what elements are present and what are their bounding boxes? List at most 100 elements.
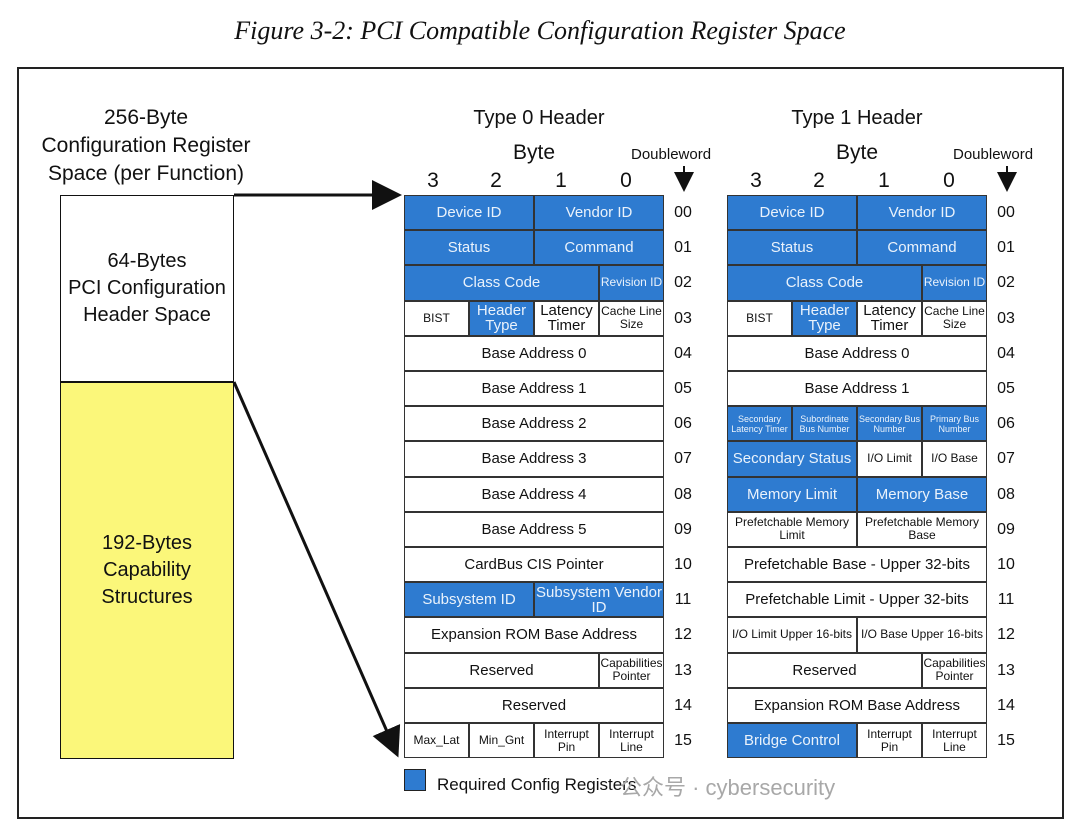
type1-register-memory-base: Memory Base [857,476,987,512]
type0-register-capabilities-pointer: Capabilities Pointer [599,652,664,688]
type1-register-status: Status [727,230,857,266]
type0-byte-number: 0 [620,169,632,192]
type1-register-device-id: Device ID [727,195,857,231]
type1-register-secondary-latency-timer: Secondary Latency Timer [727,406,792,442]
type1-byte-number: 3 [750,169,762,192]
type0-doubleword-number: 08 [674,485,692,503]
type1-register-interrupt-line: Interrupt Line [922,723,987,759]
type1-doubleword-number: 09 [997,520,1015,538]
type0-doubleword-number: 04 [674,344,692,362]
type1-register-class-code: Class Code [727,265,922,301]
type1-register-i-o-limit-upper-16-bits: I/O Limit Upper 16-bits [727,617,857,653]
type1-title: Type 1 Header [791,107,923,129]
type0-byte-number: 1 [555,169,567,192]
type0-register-header-type: Header Type [469,300,534,336]
capability-structures-box: 192-Bytes Capability Structures [60,382,234,759]
type1-byte-number: 2 [813,169,825,192]
type1-doubleword-number: 07 [997,450,1015,468]
type0-doubleword-number: 00 [674,204,692,221]
type1-register-i-o-base: I/O Base [922,441,987,477]
type0-register-expansion-rom-base-address: Expansion ROM Base Address [404,617,664,653]
capability-line: Structures [101,586,193,608]
type1-register-expansion-rom-base-address: Expansion ROM Base Address [727,687,987,723]
type1-register-memory-limit: Memory Limit [727,476,857,512]
type1-doubleword-label: Doubleword [953,146,1034,163]
type0-doubleword-number: 14 [674,696,692,714]
header-space-line: Header Space [83,304,211,326]
type0-register-interrupt-line: Interrupt Line [599,723,664,759]
config-space-title-line: Configuration Register [41,134,251,157]
config-space-title: 256-Byte Configuration Register Space (p… [30,104,262,188]
type0-doubleword-number: 03 [674,309,692,327]
type0-doubleword-number: 01 [674,239,692,257]
legend-swatch [404,769,426,791]
type1-register-interrupt-pin: Interrupt Pin [857,723,922,759]
type0-doubleword-number: 12 [674,626,692,644]
type0-register-base-address-4: Base Address 4 [404,476,664,512]
type0-doubleword-number: 07 [674,450,692,468]
type1-register-i-o-limit: I/O Limit [857,441,922,477]
type1-register-vendor-id: Vendor ID [857,195,987,231]
type0-doubleword-number: 09 [674,520,692,538]
watermark: 公众号 · cybersecurity [620,775,836,800]
type0-register-command: Command [534,230,664,266]
header-space-line: PCI Configuration [68,277,226,299]
config-space-title-line: Space (per Function) [47,162,245,185]
type0-register-device-id: Device ID [404,195,534,231]
type1-register-prefetchable-base-upper-32-bits: Prefetchable Base - Upper 32-bits [727,547,987,583]
type1-register-revision-id: Revision ID [922,265,987,301]
type0-byte-number: 3 [427,169,439,192]
type1-doubleword-number: 03 [997,309,1015,327]
type1-doubleword-number: 06 [997,415,1015,433]
type0-register-subsystem-id: Subsystem ID [404,582,534,618]
type1-doubleword-number: 00 [997,204,1015,221]
type1-register-command: Command [857,230,987,266]
type1-register-reserved: Reserved [727,652,922,688]
type0-register-cache-line-size: Cache Line Size [599,300,664,336]
type1-doubleword-number: 05 [997,380,1015,397]
type0-register-base-address-0: Base Address 0 [404,335,664,371]
type0-register-class-code: Class Code [404,265,599,301]
type1-register-base-address-1: Base Address 1 [727,371,987,407]
type1-doubleword-number: 14 [997,696,1015,714]
figure-title: Figure 3-2: PCI Compatible Configuration… [234,16,846,45]
type0-register-base-address-2: Base Address 2 [404,406,664,442]
type0-doubleword-number: 11 [674,591,692,609]
type1-register-secondary-status: Secondary Status [727,441,857,477]
type1-doubleword-number: 01 [997,239,1015,257]
type0-register-subsystem-vendor-id: Subsystem Vendor ID [534,582,664,618]
capability-line: 192-Bytes [101,532,193,554]
figure-frame [17,67,1064,819]
config-space-title-line: 256-Byte [103,106,189,129]
type0-doubleword-number: 02 [674,274,692,292]
type1-byte-number: 1 [878,169,890,192]
type1-register-primary-bus-number: Primary Bus Number [922,406,987,442]
type0-register-cardbus-cis-pointer: CardBus CIS Pointer [404,547,664,583]
type1-byte-number: 0 [943,169,955,192]
type0-register-base-address-1: Base Address 1 [404,371,664,407]
header-space-line: 64-Bytes [107,250,187,272]
type1-byte-label: Byte [835,141,879,164]
type0-register-max-lat: Max_Lat [404,723,469,759]
type0-doubleword-label: Doubleword [631,146,712,163]
type1-register-capabilities-pointer: Capabilities Pointer [922,652,987,688]
type1-doubleword-number: 13 [997,661,1015,679]
type1-doubleword-number: 10 [997,556,1015,573]
type0-register-base-address-3: Base Address 3 [404,441,664,477]
type1-register-cache-line-size: Cache Line Size [922,300,987,336]
type1-register-bridge-control: Bridge Control [727,723,857,759]
type1-doubleword-number: 04 [997,344,1015,362]
type1-register-prefetchable-limit-upper-32-bits: Prefetchable Limit - Upper 32-bits [727,582,987,618]
type0-register-status: Status [404,230,534,266]
type0-doubleword-number: 05 [674,380,692,397]
type0-doubleword-number: 15 [674,732,692,749]
type0-byte-label: Byte [512,141,556,164]
type0-doubleword-number: 10 [674,556,692,573]
type0-doubleword-number: 06 [674,415,692,433]
type1-register-latency-timer: Latency Timer [857,300,922,336]
